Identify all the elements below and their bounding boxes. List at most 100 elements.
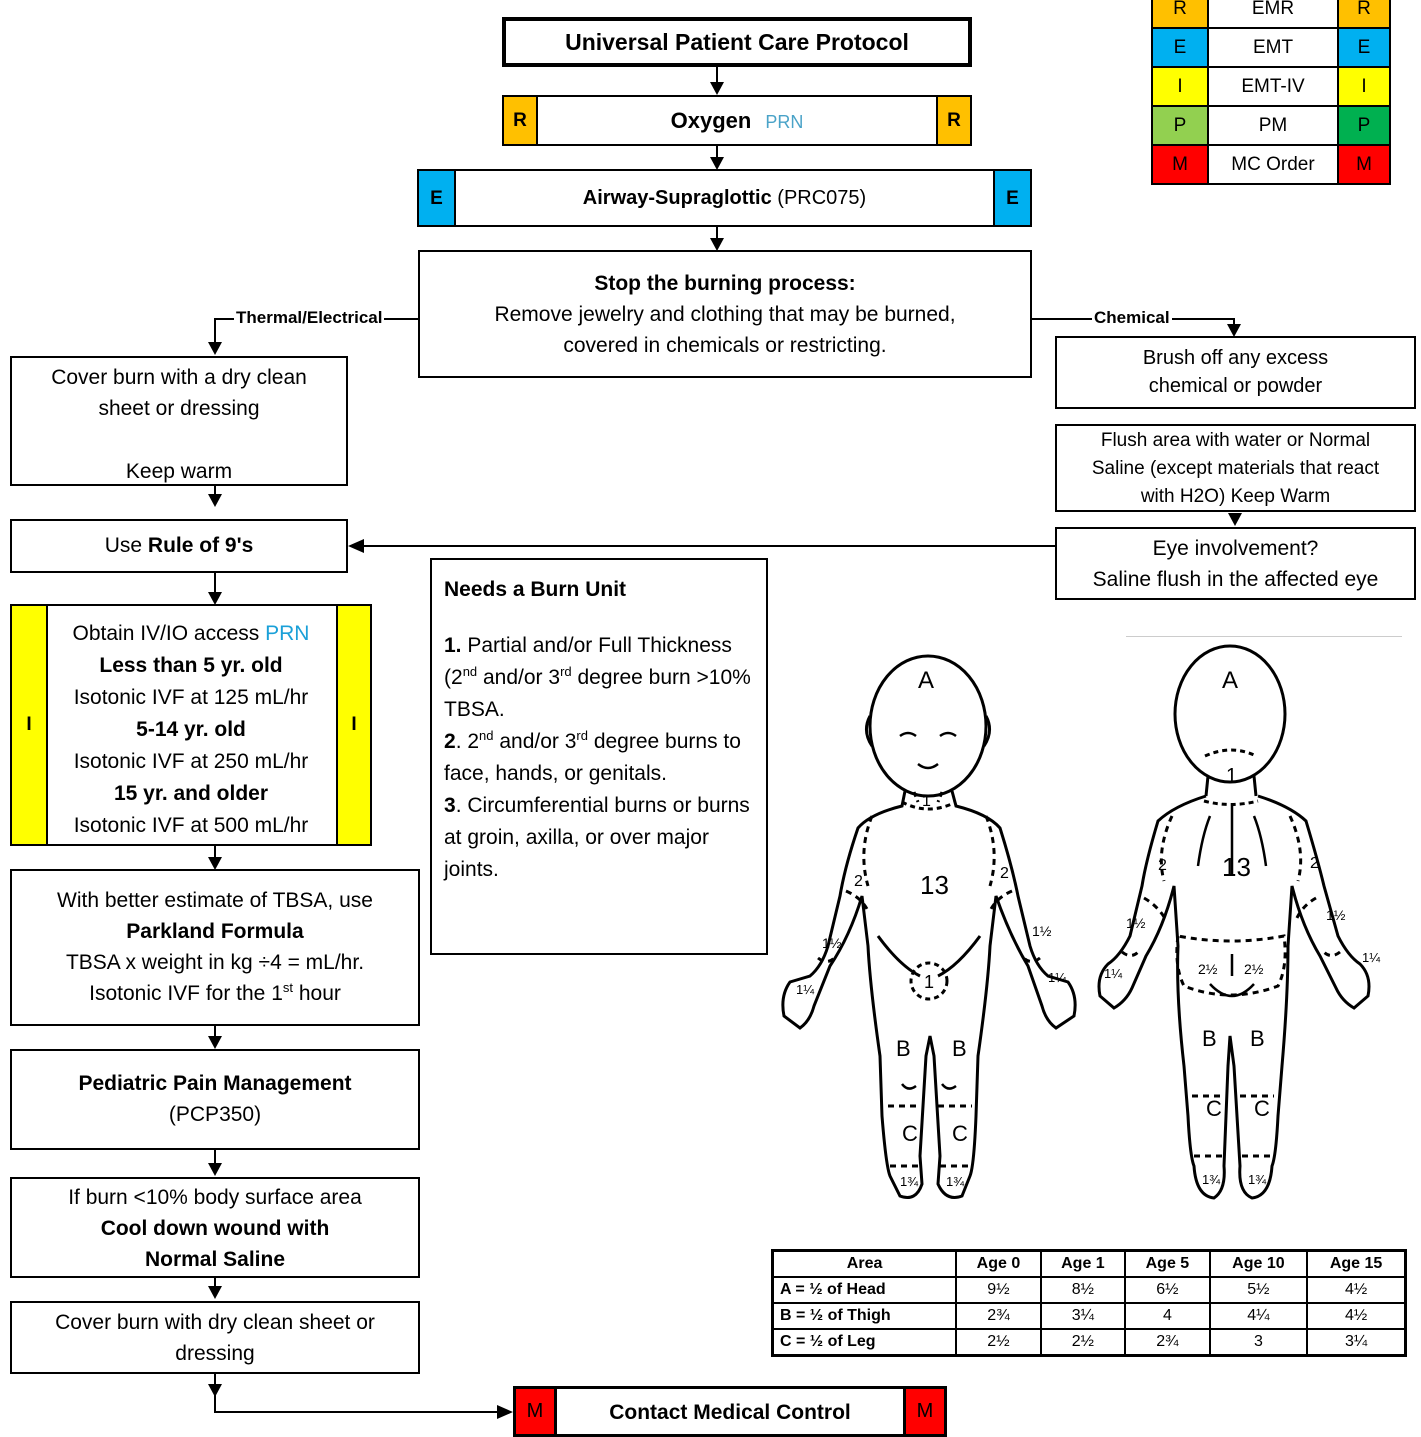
area-cell: A = ½ of Head <box>771 1276 958 1304</box>
branch-label-chemical: Chemical <box>1092 308 1172 328</box>
legend-label: EMR <box>1207 0 1339 29</box>
burn-unit-box: Needs a Burn Unit 1. Partial and/or Full… <box>430 558 768 955</box>
percent-cell: 6½ <box>1124 1276 1211 1304</box>
legend-code: M <box>1151 144 1209 185</box>
front-area-label: 1 <box>924 972 934 992</box>
burn-unit-criterion: 1. Partial and/or Full Thickness (2nd an… <box>444 634 751 721</box>
front-area-label: 1¼ <box>796 982 814 997</box>
cool-line: Normal Saline <box>144 1248 286 1271</box>
front-area-label: 1¾ <box>946 1174 964 1189</box>
flush-line: Saline (except materials that react <box>1091 458 1380 479</box>
role-badge-emt: E <box>993 169 1032 227</box>
parkland-line: With better estimate of TBSA, use <box>57 889 373 912</box>
back-area-label: B <box>1202 1026 1217 1051</box>
cool-down-step: If burn <10% body surface area Cool down… <box>10 1177 420 1278</box>
legend-code: R <box>1151 0 1209 29</box>
legend-label: MC Order <box>1207 144 1339 185</box>
role-badge-emr: R <box>936 95 972 146</box>
pain-management-label: Pediatric Pain Management <box>78 1072 352 1095</box>
parkland-step: With better estimate of TBSA, use Parkla… <box>10 869 420 1026</box>
role-badge-emt-iv: I <box>10 604 48 846</box>
front-area-label: C <box>902 1121 918 1146</box>
iv-access-line: Obtain IV/IO access <box>72 622 260 645</box>
percent-cell: 3 <box>1208 1328 1309 1357</box>
iv-access-step: I Obtain IV/IO access PRN Less than 5 yr… <box>10 604 372 846</box>
pain-management-step: Pediatric Pain Management (PCP350) <box>10 1049 420 1150</box>
front-area-label: 1 <box>922 793 931 810</box>
front-area-label: B <box>896 1036 911 1061</box>
front-area-label: 13 <box>920 870 949 900</box>
cover-line: dressing <box>175 1342 255 1365</box>
legend-code: M <box>1337 144 1391 185</box>
percent-cell: 4½ <box>1306 1302 1407 1330</box>
prn-note: PRN <box>265 622 310 645</box>
back-area-label: 1½ <box>1126 915 1146 931</box>
age-group: 5-14 yr. old <box>136 718 246 741</box>
front-area-label: 1½ <box>822 935 842 951</box>
legend-label: EMT-IV <box>1207 66 1339 107</box>
age-table-header: Age 1 <box>1039 1249 1127 1278</box>
back-area-label: 1¼ <box>1362 950 1380 965</box>
legend-code: I <box>1337 66 1391 107</box>
cover-burn-step: Cover burn with a dry clean sheet or dre… <box>10 356 348 486</box>
prn-note: PRN <box>765 112 804 132</box>
rule-of-nines-step: Use Rule of 9's <box>10 519 348 573</box>
eye-line: Eye involvement? <box>1152 537 1319 560</box>
cover-burn-line: Cover burn with a dry clean <box>51 366 307 389</box>
back-area-label: 2 <box>1310 855 1319 872</box>
role-badge-emr: R <box>502 95 538 146</box>
percent-cell: 9½ <box>955 1276 1042 1304</box>
oxygen-label: Oxygen <box>670 108 752 133</box>
keep-warm-line: Keep warm <box>125 460 233 483</box>
age-table-header: Age 10 <box>1208 1249 1309 1278</box>
eye-involvement-step: Eye involvement? Saline flush in the aff… <box>1055 527 1416 600</box>
back-area-label: C <box>1254 1096 1270 1121</box>
back-area-label: 1 <box>1226 765 1237 787</box>
legend-code: P <box>1151 105 1209 146</box>
parkland-formula-label: Parkland Formula <box>126 920 304 943</box>
role-badge-emt: E <box>417 169 456 227</box>
age-table-header: Area <box>771 1249 958 1278</box>
burn-unit-criterion: 3. Circumferential burns or burns at gro… <box>444 794 750 881</box>
legend-code: I <box>1151 66 1209 107</box>
percent-cell: 3¼ <box>1306 1328 1407 1357</box>
legend-code: E <box>1337 27 1391 68</box>
age-group: Less than 5 yr. old <box>99 654 283 677</box>
airway-code: (PRC075) <box>777 187 867 209</box>
back-area-label: 2½ <box>1198 961 1218 977</box>
body-figures: A 1 13 2 2 1½ 1½ 1¼ 1¼ 1 B B C C 1¾ 1¾ A… <box>781 644 1380 1200</box>
eye-line: Saline flush in the affected eye <box>1092 568 1379 591</box>
percent-cell: 4 <box>1124 1302 1211 1330</box>
rule-prefix: Use <box>104 534 148 557</box>
legend-code: E <box>1151 27 1209 68</box>
back-area-label: C <box>1206 1096 1222 1121</box>
percent-cell: 4½ <box>1306 1276 1407 1304</box>
age-table-header: Age 5 <box>1124 1249 1211 1278</box>
cover-dressing-step: Cover burn with dry clean sheet or dress… <box>10 1301 420 1374</box>
iv-rate: Isotonic IVF at 125 mL/hr <box>73 686 309 709</box>
back-area-label: 1¾ <box>1248 1172 1266 1187</box>
branch-label-thermal: Thermal/Electrical <box>234 308 385 328</box>
contact-medical-control-step: M Contact Medical Control M <box>513 1386 947 1437</box>
back-area-label: 1¼ <box>1104 966 1122 981</box>
flush-area-step: Flush area with water or Normal Saline (… <box>1055 424 1416 512</box>
stop-burning-line: covered in chemicals or restricting. <box>563 334 887 357</box>
front-area-label: 2 <box>1000 865 1009 882</box>
percent-cell: 3¼ <box>1039 1302 1127 1330</box>
percent-cell: 2¾ <box>955 1302 1042 1330</box>
pain-management-code: (PCP350) <box>168 1103 262 1126</box>
flush-line: with H2O) Keep Warm <box>1140 486 1331 507</box>
back-area-label: 1¾ <box>1202 1172 1220 1187</box>
role-badge-emt-iv: I <box>336 604 372 846</box>
age-table-header: Age 0 <box>955 1249 1042 1278</box>
figure-labels: A 1 13 2 2 1½ 1½ 1¼ 1¼ 1 B B C C 1¾ 1¾ A… <box>796 667 1380 1189</box>
rule-of-nines-label: Rule of 9's <box>147 534 254 557</box>
